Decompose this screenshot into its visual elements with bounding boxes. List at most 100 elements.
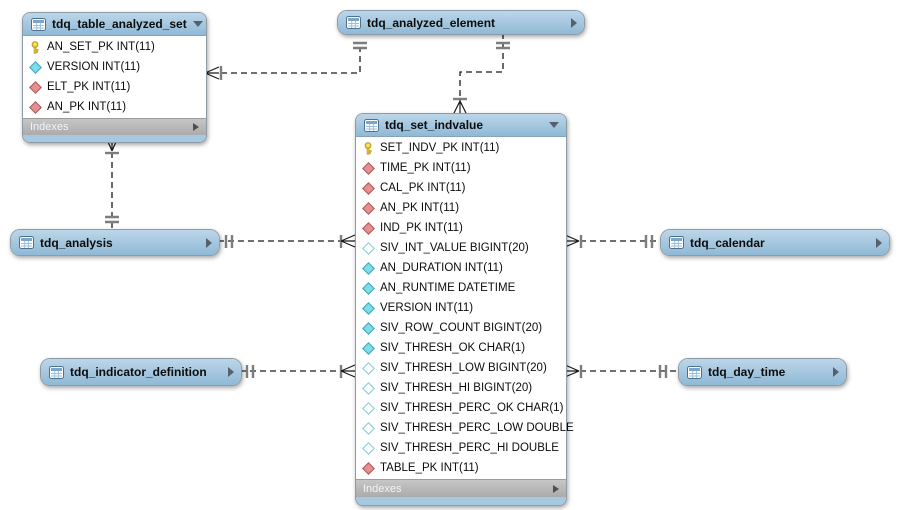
- indexes-footer[interactable]: Indexes: [23, 118, 206, 135]
- table-header[interactable]: tdq_analysis: [11, 230, 219, 255]
- column-label: AN_PK INT(11): [380, 202, 460, 214]
- attribute-notnull-icon: [361, 341, 375, 355]
- attribute-notnull-icon: [28, 60, 42, 74]
- column-label: VERSION INT(11): [47, 61, 141, 73]
- column-label: ELT_PK INT(11): [47, 81, 131, 93]
- attribute-nullable-icon: [361, 361, 375, 375]
- foreign-key-icon: [28, 100, 42, 114]
- column-row[interactable]: SIV_THRESH_PERC_OK CHAR(1): [356, 398, 566, 418]
- column-row[interactable]: SIV_THRESH_OK CHAR(1): [356, 338, 566, 358]
- column-row[interactable]: SIV_THRESH_PERC_HI DOUBLE: [356, 438, 566, 458]
- table-icon: [18, 236, 34, 249]
- foreign-key-icon: [361, 201, 375, 215]
- indexes-label: Indexes: [30, 121, 69, 133]
- table-icon: [30, 17, 46, 31]
- column-row[interactable]: CAL_PK INT(11): [356, 178, 566, 198]
- column-row[interactable]: SIV_THRESH_LOW BIGINT(20): [356, 358, 566, 378]
- table-tdq-analyzed-element: tdq_analyzed_element: [337, 10, 585, 35]
- column-row[interactable]: VERSION INT(11): [23, 57, 206, 77]
- column-row[interactable]: AN_SET_PK INT(11): [23, 37, 206, 57]
- column-row[interactable]: SIV_THRESH_PERC_LOW DOUBLE: [356, 418, 574, 438]
- attribute-nullable-icon: [361, 381, 375, 395]
- attribute-nullable-icon: [361, 441, 375, 455]
- indexes-label: Indexes: [363, 482, 402, 495]
- expand-arrow-icon[interactable]: [206, 237, 212, 248]
- table-header[interactable]: tdq_indicator_definition: [41, 359, 241, 385]
- table-header[interactable]: tdq_set_indvalue: [356, 114, 566, 137]
- column-row[interactable]: SIV_INT_VALUE BIGINT(20): [356, 238, 566, 258]
- expand-indexes-icon[interactable]: [193, 123, 199, 131]
- attribute-notnull-icon: [361, 281, 375, 295]
- expand-arrow-icon[interactable]: [571, 17, 577, 28]
- table-tdq-analysis: tdq_analysis: [10, 229, 220, 256]
- foreign-key-icon: [361, 221, 375, 235]
- relationship-analyzed-element-to-set-indvalue[interactable]: [453, 33, 510, 114]
- collapse-arrow-icon[interactable]: [192, 21, 203, 27]
- attribute-nullable-icon: [361, 401, 375, 415]
- foreign-key-icon: [28, 80, 42, 94]
- column-row[interactable]: ELT_PK INT(11): [23, 77, 206, 97]
- attribute-notnull-icon: [361, 321, 375, 335]
- table-tdq-set-indvalue: tdq_set_indvalue SET_INDV_PK INT(11) TIME…: [355, 113, 574, 506]
- column-label: VERSION INT(11): [380, 302, 474, 314]
- expand-arrow-icon[interactable]: [228, 367, 234, 377]
- table-header[interactable]: tdq_day_time: [679, 359, 846, 385]
- expand-arrow-icon[interactable]: [833, 367, 839, 377]
- column-label: AN_PK INT(11): [47, 101, 127, 113]
- column-label: SIV_THRESH_HI BIGINT(20): [380, 382, 533, 394]
- expand-arrow-icon[interactable]: [876, 237, 882, 248]
- table-header[interactable]: tdq_calendar: [661, 230, 889, 255]
- relationship-analysis-to-analyzed-set[interactable]: [105, 136, 119, 229]
- table-title: tdq_day_time: [708, 365, 786, 379]
- column-label: SIV_ROW_COUNT BIGINT(20): [380, 322, 543, 334]
- collapse-arrow-icon[interactable]: [549, 122, 559, 128]
- column-label: AN_RUNTIME DATETIME: [380, 282, 516, 294]
- primary-key-icon: [29, 40, 41, 54]
- column-label: SIV_THRESH_PERC_HI DOUBLE: [380, 442, 559, 454]
- column-label: TIME_PK INT(11): [380, 162, 471, 174]
- column-row[interactable]: TABLE_PK INT(11): [356, 458, 566, 478]
- column-row[interactable]: AN_RUNTIME DATETIME: [356, 278, 566, 298]
- column-row[interactable]: SET_INDV_PK INT(11): [356, 138, 566, 158]
- expand-indexes-icon[interactable]: [553, 484, 559, 493]
- column-row[interactable]: AN_PK INT(11): [356, 198, 566, 218]
- column-row[interactable]: SIV_ROW_COUNT BIGINT(20): [356, 318, 566, 338]
- column-label: SIV_INT_VALUE BIGINT(20): [380, 242, 529, 254]
- column-row[interactable]: IND_PK INT(11): [356, 218, 566, 238]
- relationship-day-time-to-set-indvalue[interactable]: [564, 364, 678, 378]
- table-icon: [686, 365, 702, 379]
- table-title: tdq_set_indvalue: [385, 118, 484, 132]
- table-icon: [363, 118, 379, 132]
- column-label: AN_SET_PK INT(11): [47, 41, 155, 53]
- attribute-nullable-icon: [361, 241, 375, 255]
- table-tdq-table-analyzed-set: tdq_table_analyzed_set AN_SET_PK INT(11)…: [22, 12, 207, 143]
- relationship-indicator-definition-to-set-indvalue[interactable]: [240, 364, 356, 378]
- table-icon: [668, 236, 684, 249]
- column-row[interactable]: TIME_PK INT(11): [356, 158, 566, 178]
- column-label: IND_PK INT(11): [380, 222, 463, 234]
- indexes-footer[interactable]: Indexes: [356, 479, 566, 497]
- column-row[interactable]: SIV_THRESH_HI BIGINT(20): [356, 378, 566, 398]
- table-tdq-calendar: tdq_calendar: [660, 229, 890, 256]
- attribute-nullable-icon: [361, 421, 375, 435]
- foreign-key-icon: [361, 461, 375, 475]
- table-title: tdq_analyzed_element: [367, 15, 496, 30]
- table-title: tdq_indicator_definition: [70, 365, 207, 379]
- column-label: SET_INDV_PK INT(11): [380, 142, 500, 154]
- table-tdq-indicator-definition: tdq_indicator_definition: [40, 358, 242, 386]
- column-row[interactable]: VERSION INT(11): [356, 298, 566, 318]
- table-icon: [48, 365, 64, 379]
- column-label: SIV_THRESH_PERC_OK CHAR(1): [380, 402, 564, 414]
- table-header[interactable]: tdq_analyzed_element: [338, 11, 584, 34]
- relationship-calendar-to-set-indvalue[interactable]: [564, 234, 660, 248]
- table-header[interactable]: tdq_table_analyzed_set: [23, 13, 206, 36]
- table-tdq-day-time: tdq_day_time: [678, 358, 847, 386]
- relationship-analyzed-element-to-analyzed-set[interactable]: [204, 41, 367, 80]
- column-row[interactable]: AN_PK INT(11): [23, 97, 206, 117]
- column-row[interactable]: AN_DURATION INT(11): [356, 258, 566, 278]
- primary-key-icon: [362, 141, 374, 155]
- attribute-notnull-icon: [361, 301, 375, 315]
- foreign-key-icon: [361, 181, 375, 195]
- relationship-analysis-to-set-indvalue[interactable]: [218, 234, 356, 248]
